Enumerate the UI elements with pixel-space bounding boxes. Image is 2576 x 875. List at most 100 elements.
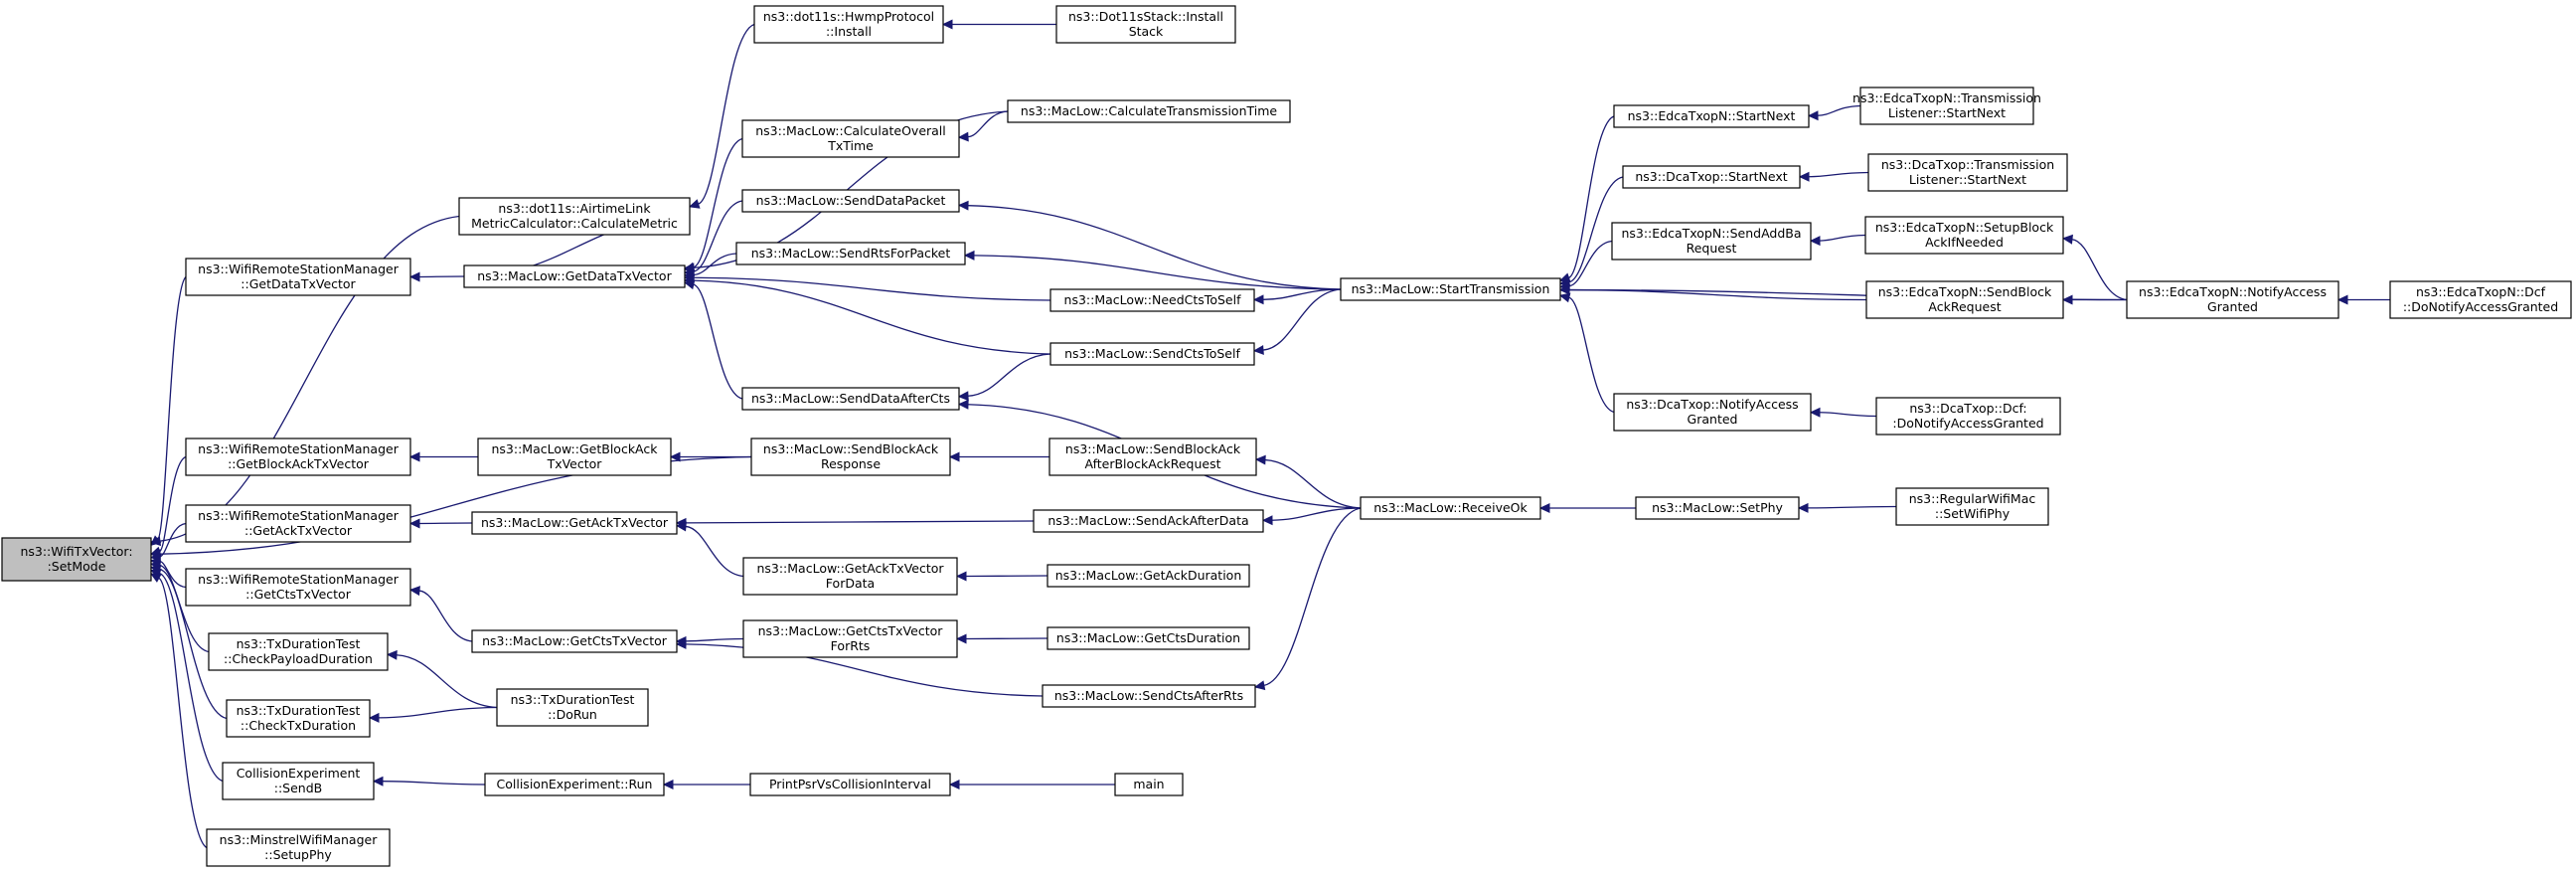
node-label: CollisionExperiment::Run xyxy=(497,777,653,791)
edge-dca_tl_startnext-to-dca_startnext xyxy=(1798,171,1869,182)
node-box xyxy=(1046,626,1250,650)
arrowhead-icon xyxy=(957,131,969,142)
edge-sendcts_afterrts-to-maclow_getcts xyxy=(675,638,1044,697)
edge-receiveok-to-sendack_afterdata xyxy=(1261,507,1362,526)
node-edca_notify[interactable]: ns3::EdcaTxopN::NotifyAccessGranted xyxy=(2126,280,2339,319)
node-setphy[interactable]: ns3::MacLow::SetPhy xyxy=(1635,496,1800,520)
node-setmode[interactable]: ns3::WifiTxVector::SetMode xyxy=(1,537,152,582)
node-box xyxy=(742,557,958,596)
node-box xyxy=(1622,165,1801,189)
edge-edca_startnext-to-start_trans xyxy=(1558,115,1615,282)
node-box xyxy=(753,5,944,44)
node-label: ns3::WifiRemoteStationManager xyxy=(198,572,400,587)
edge-line xyxy=(1807,505,1897,509)
node-label: ns3::EdcaTxopN::StartNext xyxy=(1628,108,1796,123)
arrowhead-icon xyxy=(1558,284,1570,295)
node-sendcts_afterrts[interactable]: ns3::MacLow::SendCtsAfterRts xyxy=(1042,684,1256,708)
node-label: :SetMode xyxy=(48,559,106,574)
edge-line xyxy=(159,522,187,558)
node-main[interactable]: main xyxy=(1114,773,1184,796)
node-wrsm_getack[interactable]: ns3::WifiRemoteStationManager::GetAckTxV… xyxy=(185,504,411,543)
node-maclow_getack[interactable]: ns3::MacLow::GetAckTxVector xyxy=(471,511,678,535)
node-dot11s_install[interactable]: ns3::dot11s::HwmpProtocol::Install xyxy=(753,5,944,44)
node-maclow_getcts[interactable]: ns3::MacLow::GetCtsTxVector xyxy=(471,629,678,653)
node-box xyxy=(1048,438,1257,476)
node-calc_trans[interactable]: ns3::MacLow::CalculateTransmissionTime xyxy=(1007,99,1291,123)
node-getctsduration[interactable]: ns3::MacLow::GetCtsDuration xyxy=(1046,626,1250,650)
node-edca_dcf[interactable]: ns3::EdcaTxopN::Dcf::DoNotifyAccessGrant… xyxy=(2389,280,2572,319)
edge-line xyxy=(396,654,498,709)
edge-line xyxy=(685,520,1035,524)
edge-maclow_getblock-to-wrsm_getblock xyxy=(408,451,479,462)
edge-line xyxy=(685,637,744,642)
node-send_blockack_after[interactable]: ns3::MacLow::SendBlockAckAfterBlockAckRe… xyxy=(1048,438,1257,476)
node-start_trans[interactable]: ns3::MacLow::StartTransmission xyxy=(1340,277,1561,301)
edge-sendcts_self-to-maclow_getdata xyxy=(683,275,1051,355)
node-txdur_dorun[interactable]: ns3::TxDurationTest::DoRun xyxy=(496,688,649,727)
node-box xyxy=(1360,496,1541,520)
node-sendack_afterdata[interactable]: ns3::MacLow::SendAckAfterData xyxy=(1033,509,1264,533)
node-dca_tl_startnext[interactable]: ns3::DcaTxop::TransmissionListener::Star… xyxy=(1867,153,2068,192)
node-label: ::Install xyxy=(826,24,872,39)
node-maclow_getblock[interactable]: ns3::MacLow::GetBlockAckTxVector xyxy=(477,438,672,476)
node-wrsm_getblock[interactable]: ns3::WifiRemoteStationManager::GetBlockA… xyxy=(185,438,411,476)
node-wrsm_getdata[interactable]: ns3::WifiRemoteStationManager::GetDataTx… xyxy=(185,258,411,296)
edge-dot11s_install-to-airtime xyxy=(688,23,755,209)
edge-line xyxy=(1568,115,1615,279)
node-sendcts_self[interactable]: ns3::MacLow::SendCtsToSelf xyxy=(1049,342,1255,366)
node-receiveok[interactable]: ns3::MacLow::ReceiveOk xyxy=(1360,496,1541,520)
node-coll_run[interactable]: CollisionExperiment::Run xyxy=(484,773,665,796)
edge-edca_notify-to-edca_sendblock xyxy=(2061,294,2127,305)
node-senddata_aftercts[interactable]: ns3::MacLow::SendDataAfterCts xyxy=(741,387,960,411)
node-printpsr[interactable]: PrintPsrVsCollisionInterval xyxy=(749,773,951,796)
edge-line xyxy=(1264,458,1362,509)
node-coll_sendb[interactable]: CollisionExperiment::SendB xyxy=(222,762,375,800)
node-airtime[interactable]: ns3::dot11s::AirtimeLinkMetricCalculator… xyxy=(458,197,691,236)
edge-getack_fordata-to-maclow_getack xyxy=(675,521,744,578)
edge-dca_notify-to-start_trans xyxy=(1558,292,1615,414)
node-dca_notify[interactable]: ns3::DcaTxop::NotifyAccessGranted xyxy=(1613,393,1812,432)
node-label: ns3::dot11s::HwmpProtocol xyxy=(763,9,934,24)
arrowhead-icon xyxy=(675,638,687,649)
node-box xyxy=(1864,216,2064,255)
node-minstrel_setup[interactable]: ns3::MinstrelWifiManager::SetupPhy xyxy=(206,828,391,867)
node-box xyxy=(458,197,691,236)
node-send_datapacket[interactable]: ns3::MacLow::SendDataPacket xyxy=(741,189,960,213)
node-dca_startnext[interactable]: ns3::DcaTxop::StartNext xyxy=(1622,165,1801,189)
node-send_rts[interactable]: ns3::MacLow::SendRtsForPacket xyxy=(735,242,966,265)
node-label: ns3::MacLow::ReceiveOk xyxy=(1373,500,1528,515)
edge-line xyxy=(693,200,743,272)
node-txdur_check[interactable]: ns3::TxDurationTest::CheckTxDuration xyxy=(226,699,371,738)
arrowhead-icon xyxy=(957,399,969,410)
edge-line xyxy=(1568,296,1615,414)
node-dca_dcf[interactable]: ns3::DcaTxop::Dcf::DoNotifyAccessGranted xyxy=(1875,397,2061,436)
arrowhead-icon xyxy=(1809,236,1821,247)
node-getackduration[interactable]: ns3::MacLow::GetAckDuration xyxy=(1046,564,1250,588)
node-box xyxy=(496,688,649,727)
node-box xyxy=(1611,222,1812,261)
edge-start_trans-to-send_datapacket xyxy=(957,200,1342,290)
arrowhead-icon xyxy=(669,451,681,462)
node-edca_startnext[interactable]: ns3::EdcaTxopN::StartNext xyxy=(1613,104,1810,128)
node-edca_tl_startnext[interactable]: ns3::EdcaTxopN::TransmissionListener::St… xyxy=(1852,87,2041,125)
node-regular_setwifiphy[interactable]: ns3::RegularWifiMac::SetWifiPhy xyxy=(1895,487,2049,526)
node-box xyxy=(1,537,152,582)
edge-line xyxy=(1271,507,1362,521)
node-box xyxy=(471,629,678,653)
node-maclow_getdata[interactable]: ns3::MacLow::GetDataTxVector xyxy=(463,264,686,288)
node-needcts[interactable]: ns3::MacLow::NeedCtsToSelf xyxy=(1049,288,1255,312)
node-wrsm_getcts[interactable]: ns3::WifiRemoteStationManager::GetCtsTxV… xyxy=(185,568,411,607)
node-txdur_payload[interactable]: ns3::TxDurationTest::CheckPayloadDuratio… xyxy=(208,632,389,671)
node-box xyxy=(1613,393,1812,432)
edge-sendcts_self-to-senddata_aftercts xyxy=(957,353,1051,402)
node-label: ::GetAckTxVector xyxy=(244,523,353,538)
node-box xyxy=(1895,487,2049,526)
